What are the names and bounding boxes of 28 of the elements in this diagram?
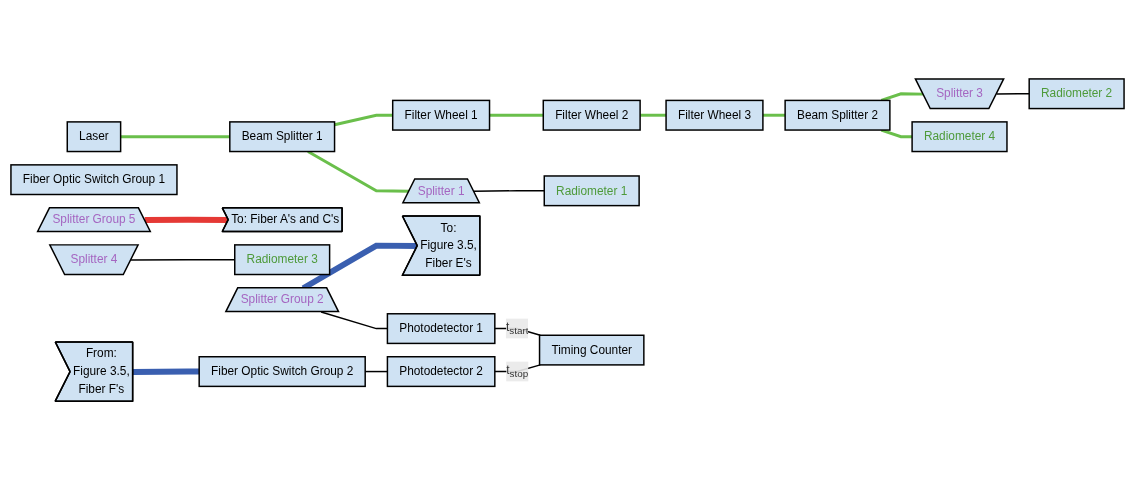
edge-label: t$_{stop}$ xyxy=(506,364,529,380)
connector xyxy=(334,114,393,127)
edge-label: t$_{start}$ xyxy=(505,321,529,337)
node-box: Photodetector 2 xyxy=(386,356,496,388)
node-box: Radiometer 4 xyxy=(911,121,1008,153)
node-box: Radiometer 2 xyxy=(1028,78,1125,110)
connector xyxy=(307,150,410,194)
connector xyxy=(133,369,200,376)
connector xyxy=(473,190,545,193)
node-box: Radiometer 1 xyxy=(543,175,640,207)
node-box: Laser xyxy=(66,121,122,153)
node-box: Fiber Optic Switch Group 1 xyxy=(10,164,178,196)
node-box: Beam Splitter 2 xyxy=(784,100,891,132)
connector xyxy=(762,114,786,118)
node-box: Photodetector 1 xyxy=(386,313,496,345)
node-box: Filter Wheel 3 xyxy=(665,100,764,132)
connector xyxy=(144,217,229,224)
node-box: Radiometer 3 xyxy=(234,244,331,276)
node-box: Filter Wheel 1 xyxy=(391,100,491,132)
connector xyxy=(640,114,667,118)
connector xyxy=(880,129,913,139)
node-box: Beam Splitter 1 xyxy=(229,121,336,153)
node-box: Timing Counter xyxy=(538,334,645,367)
connector xyxy=(120,135,230,139)
connector xyxy=(995,93,1030,96)
connector xyxy=(489,114,544,118)
node-box: Fiber Optic Switch Group 2 xyxy=(198,356,366,388)
node-box: Filter Wheel 2 xyxy=(542,100,641,132)
